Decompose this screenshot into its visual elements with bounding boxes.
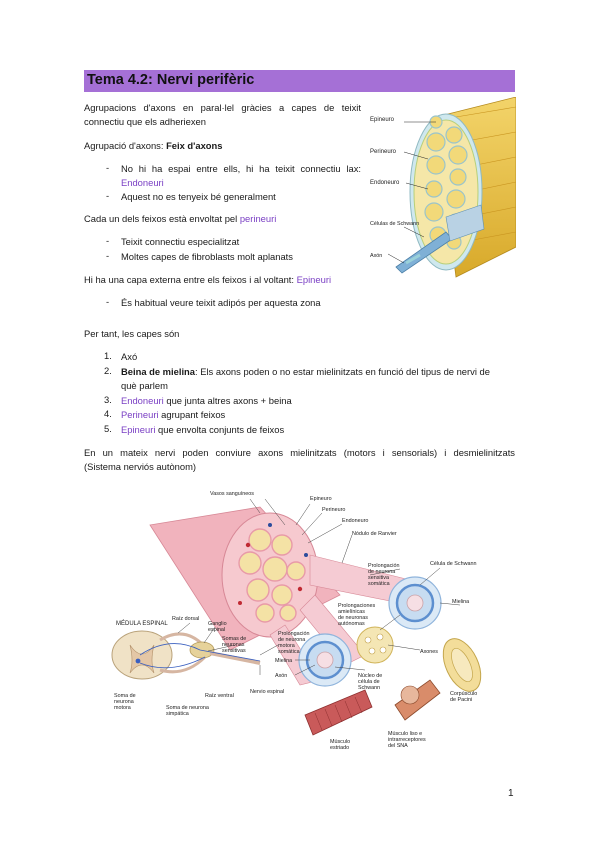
fig2-label-schwann: Célula de Schwann: [430, 561, 476, 567]
bullet-dash: -: [106, 235, 110, 246]
fig2-label-axones: Axones: [420, 649, 438, 655]
fig2-label-raiz-dorsal: Raíz dorsal: [172, 616, 199, 622]
list-item-5-text: que envolta conjunts de feixos: [155, 424, 285, 435]
list-item-4-term: Perineuri: [121, 409, 159, 420]
fig2-label-mielina-right: Mielina: [452, 599, 469, 605]
page-number: 1: [508, 788, 514, 799]
list-item-4-text: agrupant feixos: [158, 409, 226, 420]
each-text: Cada un dels feixos està envoltat pel: [84, 213, 240, 224]
fig2-label-nervio: Nervio espinal: [250, 689, 284, 695]
bullet-dash: -: [106, 296, 110, 307]
bullet-3: Teixit connectiu especialitzat: [121, 236, 240, 247]
bullet-1-term: Endoneuri: [121, 177, 164, 188]
fig2-label-raiz-ventral: Raíz ventral: [205, 693, 234, 699]
fig2-label-epineuro: Epineuro: [310, 496, 332, 502]
each-term: perineuri: [239, 213, 277, 224]
fig2-label-vasos: Vasos sanguíneos: [210, 491, 254, 497]
outer-paragraph: Hi ha una capa externa entre els feixos …: [84, 273, 331, 286]
fig2-label-axon: Axón: [275, 673, 287, 679]
fig1-label-axon: Axón: [370, 253, 382, 259]
bullet-2: Aquest no es tenyeix bé generalment: [121, 191, 276, 202]
intro-line-1: Agrupacions d'axons en paral·lel gràcies…: [84, 102, 361, 113]
peripheral-nerve-figure: Vasos sanguíneos Epineuro Perineuro Endo…: [111, 491, 482, 751]
fig1-label-schwann: Células de Schwann: [370, 221, 419, 227]
bullet-dash: -: [106, 162, 110, 173]
title-bar: Tema 4.2: Nervi perifèric: [84, 70, 515, 92]
outer-term: Epineuri: [296, 274, 332, 285]
nerve-cross-section-figure: Epineuro Perineuro Endoneuro Células de …: [370, 97, 516, 278]
layers-intro: Per tant, les capes són: [84, 328, 180, 339]
bullet-dash: -: [106, 250, 110, 261]
fig1-label-endoneuro: Endoneuro: [370, 180, 400, 186]
list-number: 5.: [104, 423, 112, 434]
bundle-paragraph: Agrupació d'axons: Feix d'axons: [84, 139, 222, 152]
list-number: 4.: [104, 408, 112, 419]
final-line-2: (Sistema nerviós autònom): [84, 461, 197, 472]
list-item-2-cont: què parlem: [121, 380, 168, 391]
final-line-1: En un mateix nervi poden conviure axons …: [84, 447, 515, 458]
list-item-3-term: Endoneuri: [121, 395, 164, 406]
fig1-label-perineuro: Perineuro: [370, 149, 397, 155]
bullet-dash: -: [106, 190, 110, 201]
bullet-5: És habitual veure teixit adipós per aque…: [121, 297, 321, 308]
list-item-3-text: que junta altres axons + beina: [163, 395, 292, 406]
list-number: 1.: [104, 350, 112, 361]
list-item-2-term: Beina de mielina: [121, 366, 195, 377]
list-item-4: Perineuri agrupant feixos: [121, 408, 225, 421]
fig2-label-ranvier: Nódulo de Ranvier: [352, 531, 397, 537]
fig2-label-medula: MÉDULA ESPINAL: [116, 620, 168, 627]
fig2-label-perineuro: Perineuro: [322, 507, 345, 513]
page-title: Tema 4.2: Nervi perifèric: [87, 72, 255, 88]
bullet-1-line-1: No hi ha espai entre ells, hi ha teixit …: [121, 163, 361, 174]
list-number: 2.: [104, 365, 112, 376]
intro-line-2: connectiu que els adheriexen: [84, 116, 206, 127]
outer-text: Hi ha una capa externa entre els feixos …: [84, 274, 297, 285]
list-number: 3.: [104, 394, 112, 405]
list-item-1: Axó: [121, 351, 138, 362]
fig1-label-epineuro: Epineuro: [370, 117, 395, 123]
bundle-term: Feix d'axons: [166, 140, 223, 151]
bundle-label: Agrupació d'axons:: [84, 140, 167, 151]
fig2-label-mielina-left: Mielina: [275, 658, 292, 664]
fig2-label-endoneuro: Endoneuro: [342, 518, 368, 524]
list-item-2-text: : Els axons poden o no estar mielinitzat…: [194, 366, 490, 377]
each-paragraph: Cada un dels feixos està envoltat pel pe…: [84, 212, 276, 225]
list-item-2: Beina de mielina: Els axons poden o no e…: [121, 365, 490, 378]
list-item-5: Epineuri que envolta conjunts de feixos: [121, 423, 284, 436]
bullet-4: Moltes capes de fibroblasts molt aplanat…: [121, 251, 293, 262]
list-item-3: Endoneuri que junta altres axons + beina: [121, 394, 292, 407]
list-item-5-term: Epineuri: [121, 424, 156, 435]
